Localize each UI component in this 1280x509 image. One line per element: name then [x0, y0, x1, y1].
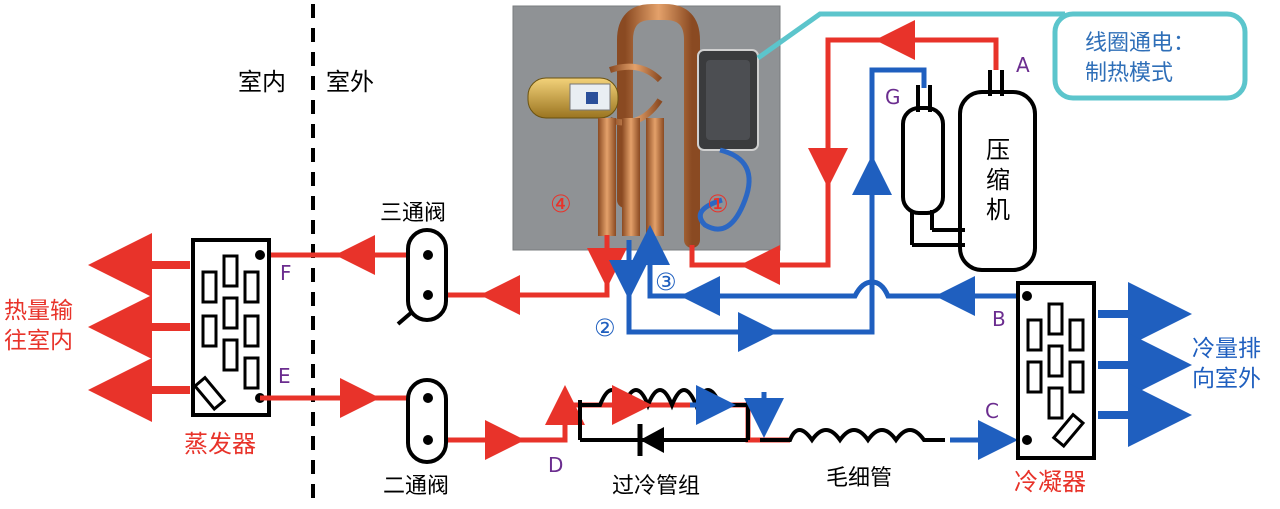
- cold-output-arrows: 冷量排 向室外: [1098, 282, 1261, 447]
- point-d-label: D: [548, 453, 563, 477]
- compressor: 压 缩 机: [901, 70, 1037, 272]
- compressor-char: 机: [986, 196, 1010, 224]
- port-2-label: ②: [594, 314, 616, 342]
- capillary-label: 毛细管: [826, 466, 892, 491]
- port-4-label: ④: [550, 190, 572, 218]
- point-e-label: E: [278, 364, 291, 388]
- four-way-valve-photo: [512, 4, 781, 251]
- point-f-label: F: [280, 261, 292, 285]
- solenoid-coil-icon: [697, 49, 759, 151]
- point-b-label: B: [992, 307, 1006, 331]
- capillary-tube: 毛细管: [760, 420, 1018, 491]
- cold-label-line2: 向室外: [1192, 366, 1261, 392]
- compressor-char: 压: [986, 136, 1010, 164]
- compressor-label-3: 机: [986, 196, 1010, 224]
- outdoor-label: 室外: [326, 68, 374, 96]
- port-3-label: ③: [655, 268, 677, 296]
- condenser: 冷凝器: [1014, 281, 1096, 496]
- port-1-label: ①: [707, 190, 729, 218]
- cold-label-line1: 冷量排: [1192, 336, 1261, 362]
- to-subcooler-line: [428, 402, 790, 443]
- indoor-label: 室内: [238, 68, 286, 96]
- evaporator-label: 蒸发器: [184, 430, 256, 458]
- three-way-valve-label: 三通阀: [380, 201, 446, 226]
- point-a-label: A: [1016, 53, 1030, 77]
- compressor-label-1: 压: [986, 136, 1010, 164]
- subcooler-group: 过冷管组: [578, 385, 784, 499]
- compressor-char: 缩: [986, 166, 1010, 194]
- condenser-label: 冷凝器: [1014, 468, 1086, 496]
- evaporator: 蒸发器: [184, 238, 271, 458]
- callout-line1: 线圈通电：: [1085, 31, 1195, 56]
- three-way-valve: 三通阀: [380, 201, 448, 326]
- callout-line2: 制热模式: [1085, 61, 1173, 86]
- condenser-to-valve-line: [647, 240, 1025, 299]
- coil-energized-callout: 线圈通电： 制热模式: [756, 11, 1248, 101]
- point-g-label: G: [885, 85, 901, 109]
- heat-label-line2: 往室内: [4, 328, 73, 354]
- subcooler-label: 过冷管组: [612, 474, 700, 499]
- two-way-valve-label: 二通阀: [383, 474, 449, 499]
- heat-label-line1: 热量输: [4, 298, 73, 324]
- point-c-label: C: [985, 399, 999, 423]
- compressor-label-2: 缩: [986, 166, 1010, 194]
- heat-output-arrows: 热量输 往室内: [4, 233, 190, 422]
- two-way-valve: 二通阀: [383, 378, 449, 499]
